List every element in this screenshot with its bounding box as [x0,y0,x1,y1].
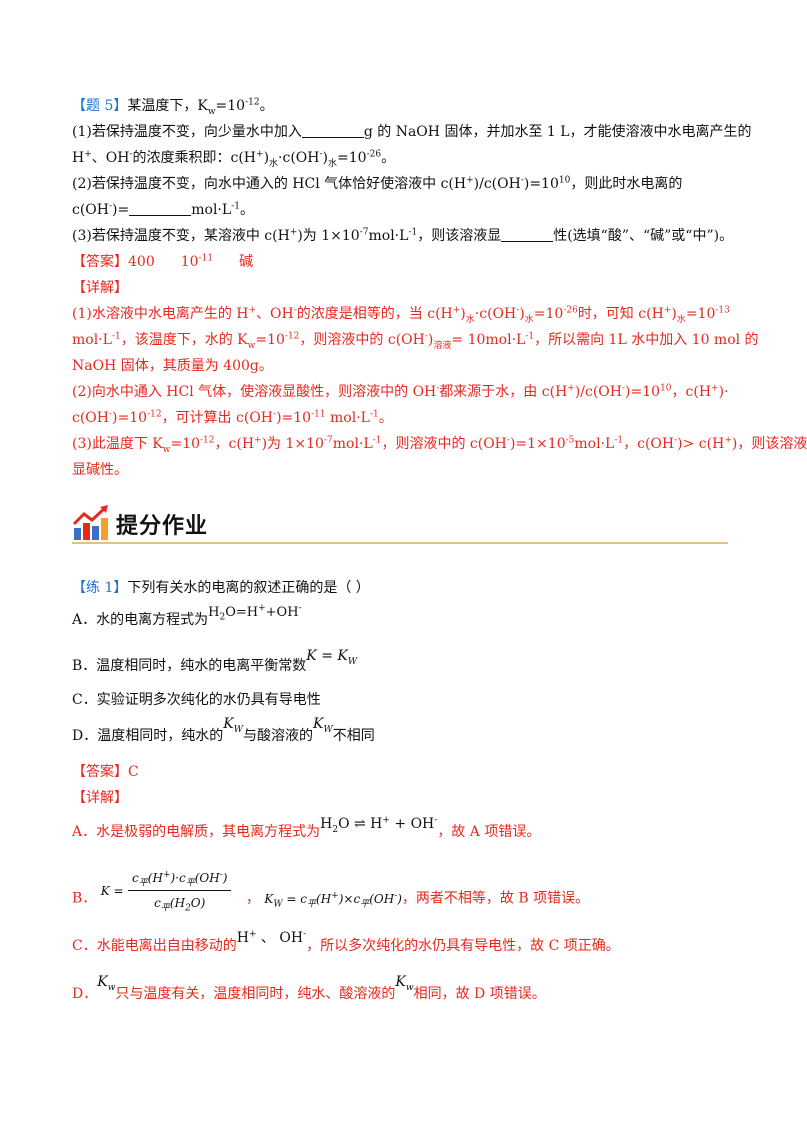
lian1-tag: 【练 1】 [72,580,128,596]
answer-blank-2[interactable] [129,201,192,216]
explain-b-fraction: c平(H+)·c平(OH-) c平(H2O) [128,868,232,913]
option-a[interactable]: A．水的电离方程式为H2O=H++OH- [72,603,302,628]
q5-detail-line-4: (2)向水中通入 HCl 气体，使溶液显酸性，则溶液中的 OH-都来源于水，由 … [72,383,729,400]
section-title: 提分作业 [116,514,209,539]
lian1-stem: 【练 1】下列有关水的电离的叙述正确的是（ ） [72,580,370,596]
q5-detail-label: 【详解】 [72,280,128,296]
q5-detail-line-5: c(OH-)=10-12，可计算出 c(OH-)=10-11 mol·L-1。 [72,409,393,426]
explain-c-ions: H+ 、 OH- [236,929,307,946]
explain-a-equation: H2O ⇌ H+ + OH- [320,815,438,835]
kw-symbol-2: KW [312,716,333,735]
q5-stem: 【题 5】某温度下，Kw=10-12。 [72,97,274,117]
section-rule [72,542,728,544]
explain-b-k: K = [100,883,124,898]
rising-chart-icon [72,505,108,540]
kw-symbol-1: KW [223,716,243,735]
option-c[interactable]: C．实验证明多次纯化的水仍具有导电性 [72,692,321,708]
q5-detail-line-1: (1)水溶液中水电离产生的 H+、OH-的浓度是相等的，当 c(H+)水·c(O… [72,305,730,325]
option-a-equation: H2O=H++OH- [208,603,302,623]
option-b-equation: K = KW [306,648,358,667]
explain-b-kw: KW = c平(H+)×c平(OH-) [264,890,402,909]
q5-part1-cont: H+、OH-的浓度乘积即：c(H+)水·c(OH-)水=10-26。 [72,149,396,169]
q5-part2-cont: c(OH-)=mol·L-1。 [72,201,254,218]
explain-d: D．Kw只与温度有关，温度相同时，纯水、酸溶液的Kw相同，故 D 项错误。 [72,974,546,1002]
kw-symbol-4: Kw [395,974,414,993]
lian1-answer: 【答案】C [72,764,139,780]
q5-part3: (3)若保持温度不变，某溶液中 c(H+)为 1×10-7mol·L-1，则该溶… [72,227,734,244]
q5-detail-line-7: 显碱性。 [72,462,128,478]
q5-detail-line-2: mol·L-1，该温度下，水的 Kw=10-12，则溶液中的 c(OH-)溶液=… [72,331,759,351]
q5-tag: 【题 5】 [72,98,128,114]
explain-c: C．水能电离出自由移动的H+ 、 OH-，所以多次纯化的水仍具有导电性，故 C … [72,929,620,954]
q5-part2: (2)若保持温度不变，向水中通入的 HCl 气体恰好使溶液中 c(H+)/c(O… [72,175,683,192]
section-header: 提分作业 [72,502,728,544]
option-b[interactable]: B．温度相同时，纯水的电离平衡常数K = KW [72,648,358,674]
explain-a: A．水是极弱的电解质，其电离方程式为H2O ⇌ H+ + OH-，故 A 项错误… [72,815,541,840]
answer-blank-1[interactable] [301,123,364,138]
q5-detail-line-6: (3)此温度下 Kw=10-12，c(H+)为 1×10-7mol·L-1，则溶… [72,435,807,455]
q5-detail-line-3: NaOH 固体，其质量为 400g。 [72,358,273,374]
kw-symbol-3: Kw [97,974,116,993]
explain-b: B． K = c平(H+)·c平(OH-) c平(H2O) ， KW = c平(… [72,870,590,914]
answer-blank-3[interactable] [501,227,554,242]
lian1-detail-label: 【详解】 [72,790,128,806]
option-d[interactable]: D．温度相同时，纯水的KW与酸溶液的KW不相同 [72,716,375,744]
